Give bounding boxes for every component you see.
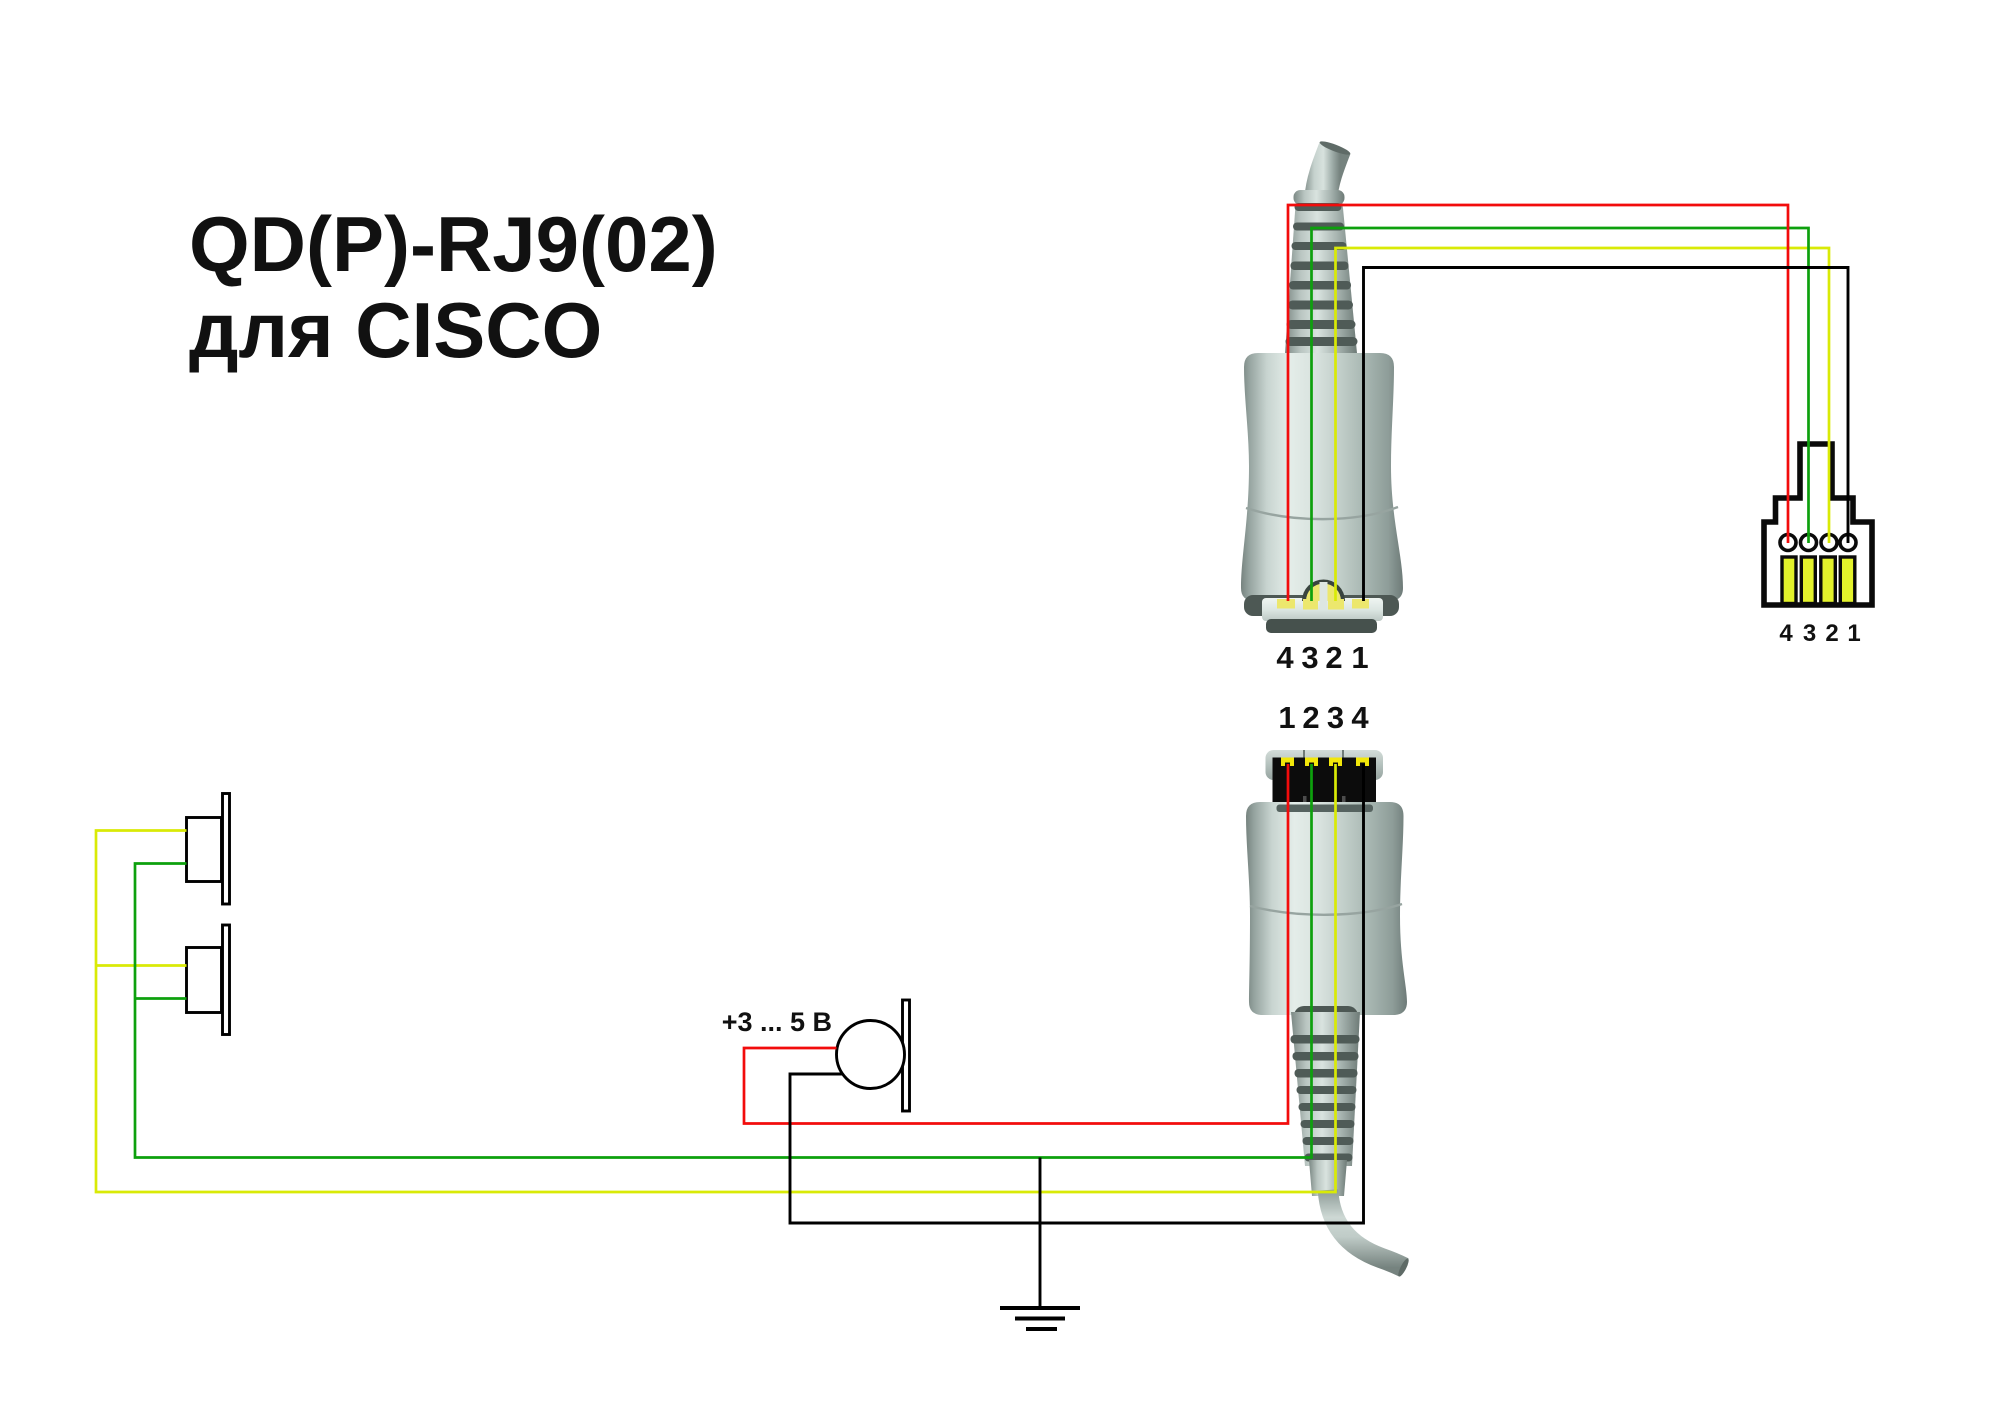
qd-bottom-pin-label-2: 2 [1302, 700, 1319, 735]
wire-red-top [1286, 203, 1790, 601]
speaker-bottom-flange [221, 923, 231, 1036]
qd-bottom-pin-labels: 1 2 3 4 [1278, 700, 1369, 735]
qd-bottom-pin-label-4: 4 [1351, 700, 1369, 735]
contacts-top [1277, 599, 1369, 610]
face-notch-right [1342, 796, 1346, 803]
wire-green-top [1310, 226, 1810, 601]
face-notch-left [1303, 796, 1307, 803]
microphone: +3 ... 5 В [722, 998, 911, 1113]
shell-top [1241, 353, 1403, 601]
qd-top-pin-label-1: 1 [1351, 640, 1368, 675]
wire-black-bottom [788, 764, 1365, 1225]
neck-bottom [1309, 1160, 1347, 1196]
qd-plug-bottom: 1 2 3 4 [1246, 700, 1409, 1277]
microphone-capsule [835, 1019, 906, 1090]
qd-bottom-pin-label-1: 1 [1278, 700, 1295, 735]
rj9-pin-label-1: 1 [1847, 620, 1860, 647]
rj9-pins [1780, 555, 1857, 606]
mic-voltage-label: +3 ... 5 В [722, 1007, 832, 1037]
title-line-1: QD(P)-RJ9(02) [189, 200, 718, 288]
face-plate-top-shadow [1266, 619, 1377, 633]
contact-arch-notch [1319, 582, 1328, 609]
qd-plug-top: 4 3 2 1 [1241, 141, 1403, 675]
title-block: QD(P)-RJ9(02) для CISCO [189, 200, 718, 374]
qd-top-pin-label-3: 3 [1301, 640, 1318, 675]
shell-top-seam [1245, 505, 1399, 521]
wire-green-bottom [133, 764, 1313, 1159]
shell-bottom-seam [1249, 902, 1403, 916]
speaker-top-body [185, 816, 223, 883]
wire-yellow [94, 246, 1831, 1194]
wire-black-top [1362, 266, 1850, 601]
ground-symbol [1000, 1306, 1080, 1331]
wire-yellow-bottom [94, 764, 1337, 1194]
rj9-pin-label-3: 3 [1803, 620, 1816, 647]
qd-top-pin-labels: 4 3 2 1 [1276, 640, 1368, 675]
qd-bottom-pin-label-3: 3 [1327, 700, 1344, 735]
rj9-pin-label-2: 2 [1825, 620, 1838, 647]
qd-top-pin-label-2: 2 [1325, 640, 1342, 675]
cable-bottom-cut-icon [1398, 1258, 1409, 1277]
wire-black [788, 266, 1850, 1308]
latch-slot-bottom [1276, 804, 1373, 812]
strain-relief-top [1285, 198, 1357, 353]
cable-top-cut-icon [1319, 141, 1351, 155]
speaker-bottom [185, 923, 231, 1036]
cable-bottom [1317, 1188, 1409, 1277]
contacts-bottom [1281, 757, 1369, 766]
qd-top-pin-label-4: 4 [1276, 640, 1294, 675]
speaker-top [185, 792, 231, 906]
wires [94, 203, 1850, 1308]
title-line-2: для CISCO [189, 286, 602, 374]
rj9-jack: 4 3 2 1 [1761, 441, 1875, 647]
wire-yellow-top [1334, 246, 1831, 601]
rj9-pin-label-4: 4 [1779, 620, 1793, 647]
rj9-pin-labels: 4 3 2 1 [1779, 620, 1860, 647]
wire-red [742, 203, 1790, 1125]
wire-red-bottom [742, 764, 1290, 1125]
speaker-bottom-body [185, 946, 223, 1014]
speaker-top-flange [221, 792, 231, 906]
collar-top [1293, 190, 1345, 205]
wire-green [133, 226, 1810, 1159]
shell-bottom [1246, 802, 1407, 1015]
